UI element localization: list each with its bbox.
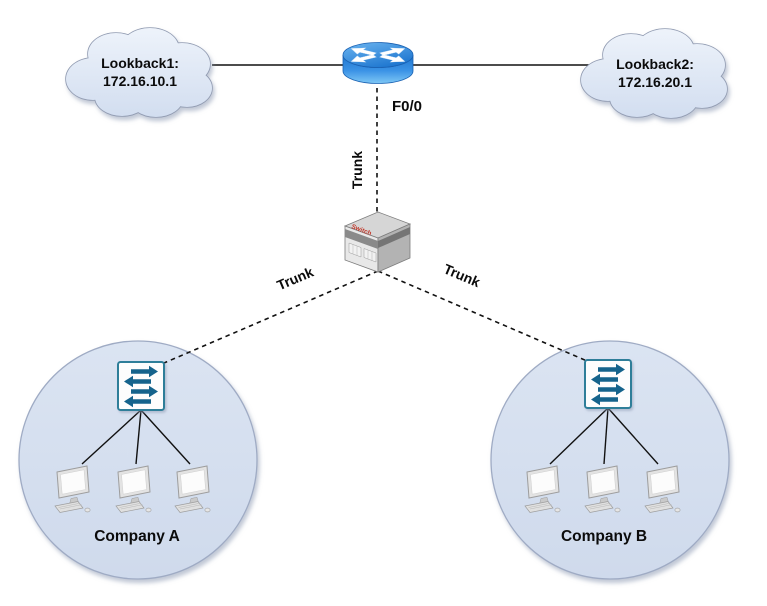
lan-link-line	[135, 409, 142, 465]
lan-link-line	[81, 409, 142, 465]
cloud-lookback1-ip: 172.16.10.1	[103, 73, 177, 89]
company-a-label: Company A	[94, 528, 180, 545]
trunk-label-left: Trunk	[274, 264, 316, 294]
company-a-zone	[18, 340, 258, 580]
cloud-lookback2-ip: 172.16.20.1	[618, 74, 692, 90]
cloud-lookback1-name: Lookback1:	[101, 55, 179, 71]
lan-link-line	[603, 407, 609, 465]
trunk-label-right: Trunk	[441, 261, 483, 291]
company-b-network: Company B	[524, 360, 681, 545]
cloud-lookback2: Lookback2: 172.16.20.1	[580, 28, 728, 119]
lan-link-line	[549, 407, 609, 465]
lan-link-line	[140, 409, 191, 465]
trunk-link-coreswitch-companya-line	[163, 270, 379, 364]
lan-link-line	[607, 407, 659, 465]
company-a-network: Company A	[54, 362, 211, 545]
cloud-lookback1: Lookback1: 172.16.10.1	[65, 27, 213, 118]
company-b-zone	[490, 340, 730, 580]
router-arrows-glyph	[350, 47, 406, 63]
router-icon	[342, 42, 414, 84]
cloud-lookback2-name: Lookback2:	[616, 56, 694, 72]
core-switch-icon: Switch	[343, 211, 412, 273]
router-interface-label: F0/0	[392, 98, 422, 115]
company-b-label: Company B	[561, 528, 647, 545]
workgroup-switch-icon-a	[118, 362, 164, 410]
workgroup-switch-icon-b	[585, 360, 631, 408]
trunk-label-vertical: Trunk	[349, 151, 365, 189]
trunk-link-coreswitch-companyb-line	[377, 270, 588, 362]
